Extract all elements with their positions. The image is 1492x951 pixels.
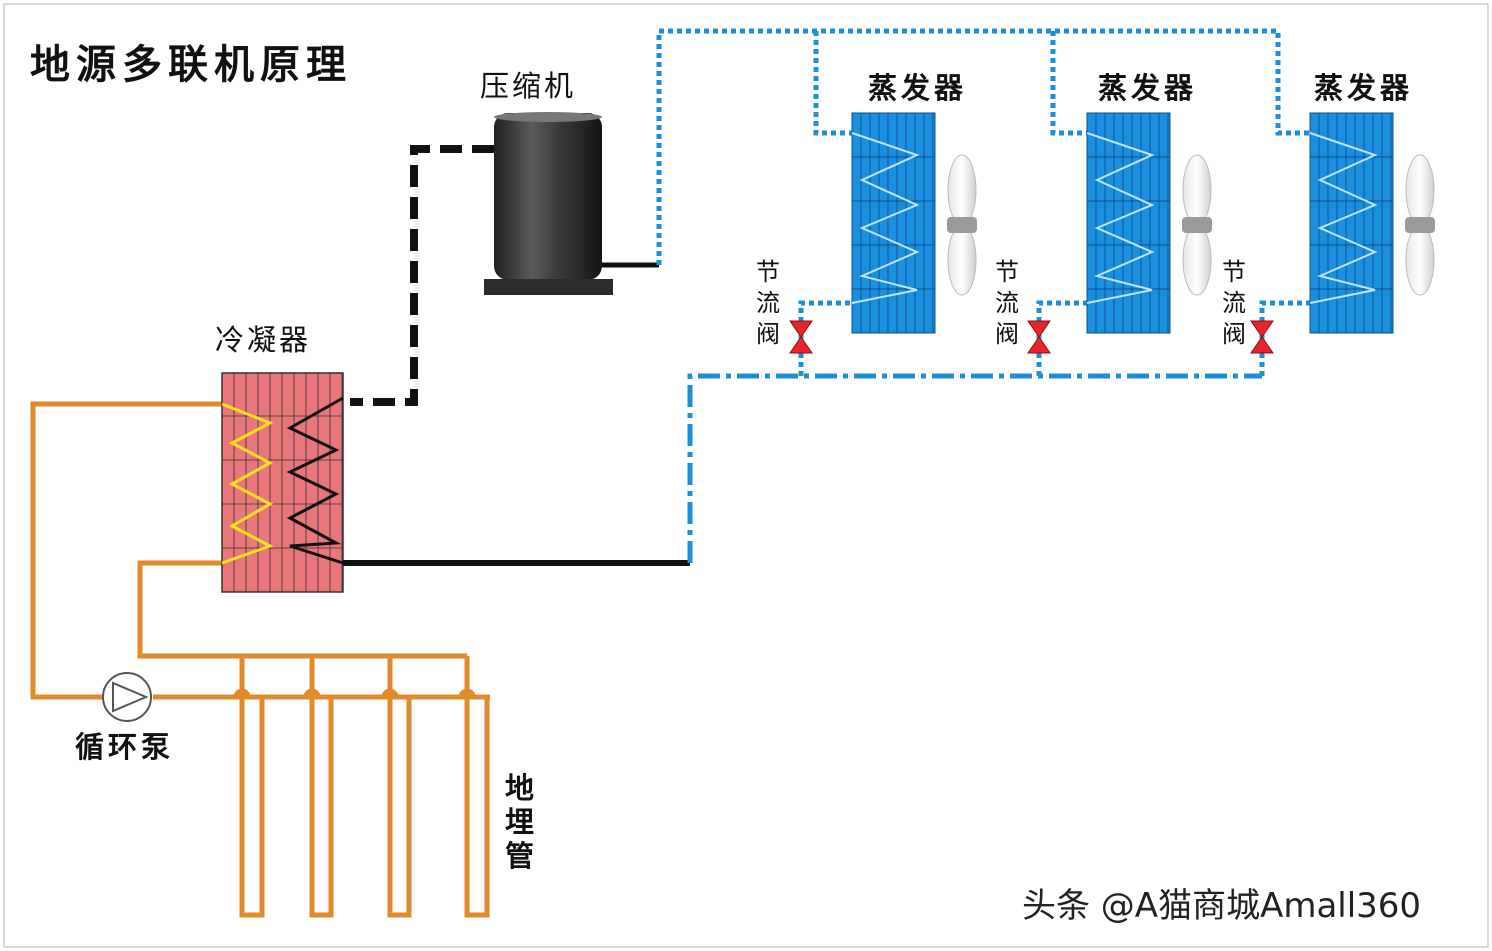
fan-icon [1182, 154, 1212, 296]
condenser [221, 372, 344, 593]
page-title: 地源多联机原理 [30, 42, 352, 88]
svg-text:流: 流 [995, 289, 1019, 317]
frame-border [3, 3, 1489, 948]
evaporator-coil [1086, 132, 1155, 304]
svg-text:埋: 埋 [505, 805, 538, 839]
evaporator-coil [1309, 132, 1378, 304]
svg-text:管: 管 [505, 839, 538, 873]
svg-text:阀: 阀 [1222, 320, 1246, 348]
throttle-valve-icon [1027, 320, 1051, 354]
evaporator-coil [851, 132, 920, 304]
svg-text:阀: 阀 [995, 320, 1019, 348]
svg-text:阀: 阀 [756, 320, 780, 348]
svg-text:节: 节 [995, 258, 1019, 286]
svg-text:节: 节 [756, 258, 780, 286]
throttle-valve-label: 节流阀 [1222, 258, 1246, 348]
svg-text:节: 节 [1222, 258, 1246, 286]
condenser-coil-refrigerant [286, 396, 344, 565]
throttle-valve-icon [789, 320, 813, 354]
discharge-line [350, 145, 494, 406]
condenser-label: 冷凝器 [215, 323, 311, 357]
throttle-valve-label: 节流阀 [995, 258, 1019, 348]
circulation-pump [102, 672, 152, 722]
fan-icon [947, 154, 977, 296]
evaporator-label: 蒸发器 [868, 71, 967, 105]
evaporator-supply-lines [656, 28, 1310, 563]
evaporator-label: 蒸发器 [1098, 71, 1197, 105]
svg-text:流: 流 [756, 289, 780, 317]
fan-icon [1405, 154, 1435, 296]
throttle-valve-label: 节流阀 [756, 258, 780, 348]
throttle-valve-icon [1250, 320, 1274, 354]
pump-label: 循环泵 [75, 730, 174, 764]
compressor [484, 112, 613, 295]
compressor-label: 压缩机 [480, 69, 576, 103]
ground-pipe-label: 地 埋 管 [505, 771, 538, 873]
svg-text:流: 流 [1222, 289, 1246, 317]
watermark: 头条 @A猫商城Amall360 [1022, 886, 1421, 926]
evaporator-label: 蒸发器 [1314, 71, 1413, 105]
svg-text:地: 地 [505, 771, 538, 805]
condenser-coil-water [221, 402, 274, 565]
ground-loop-piping [30, 401, 490, 918]
